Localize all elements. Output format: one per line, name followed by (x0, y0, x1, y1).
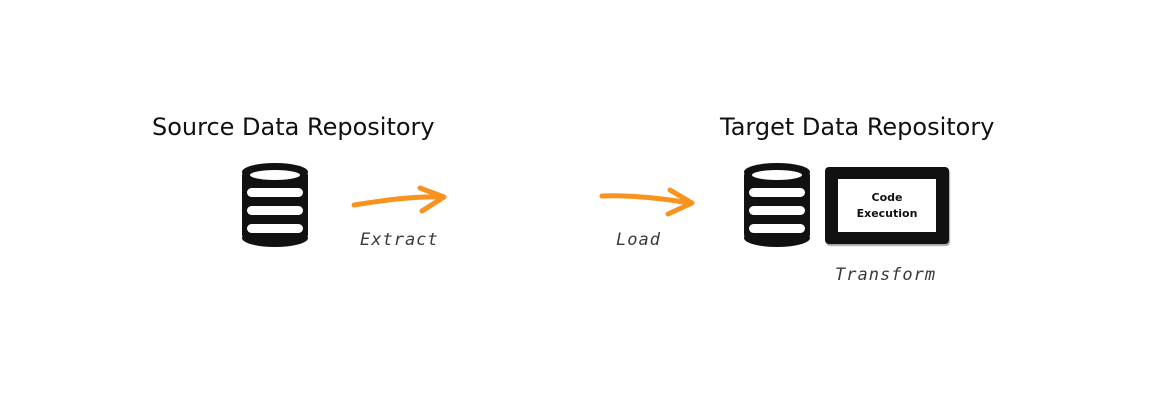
load-label: Load (616, 230, 661, 250)
code-execution-box: Code Execution (837, 178, 937, 233)
target-database-icon (744, 163, 810, 247)
load-arrow-icon (599, 187, 695, 217)
target-repository-title: Target Data Repository (720, 113, 995, 141)
code-execution-screen-icon: Code Execution (825, 167, 949, 244)
source-database-icon (242, 163, 308, 247)
code-execution-line-2: Execution (856, 206, 918, 220)
code-execution-line-1: Code (871, 190, 903, 204)
transform-label: Transform (835, 265, 937, 285)
source-repository-title: Source Data Repository (152, 113, 435, 141)
extract-label: Extract (360, 230, 439, 250)
extract-arrow-icon (351, 185, 447, 214)
